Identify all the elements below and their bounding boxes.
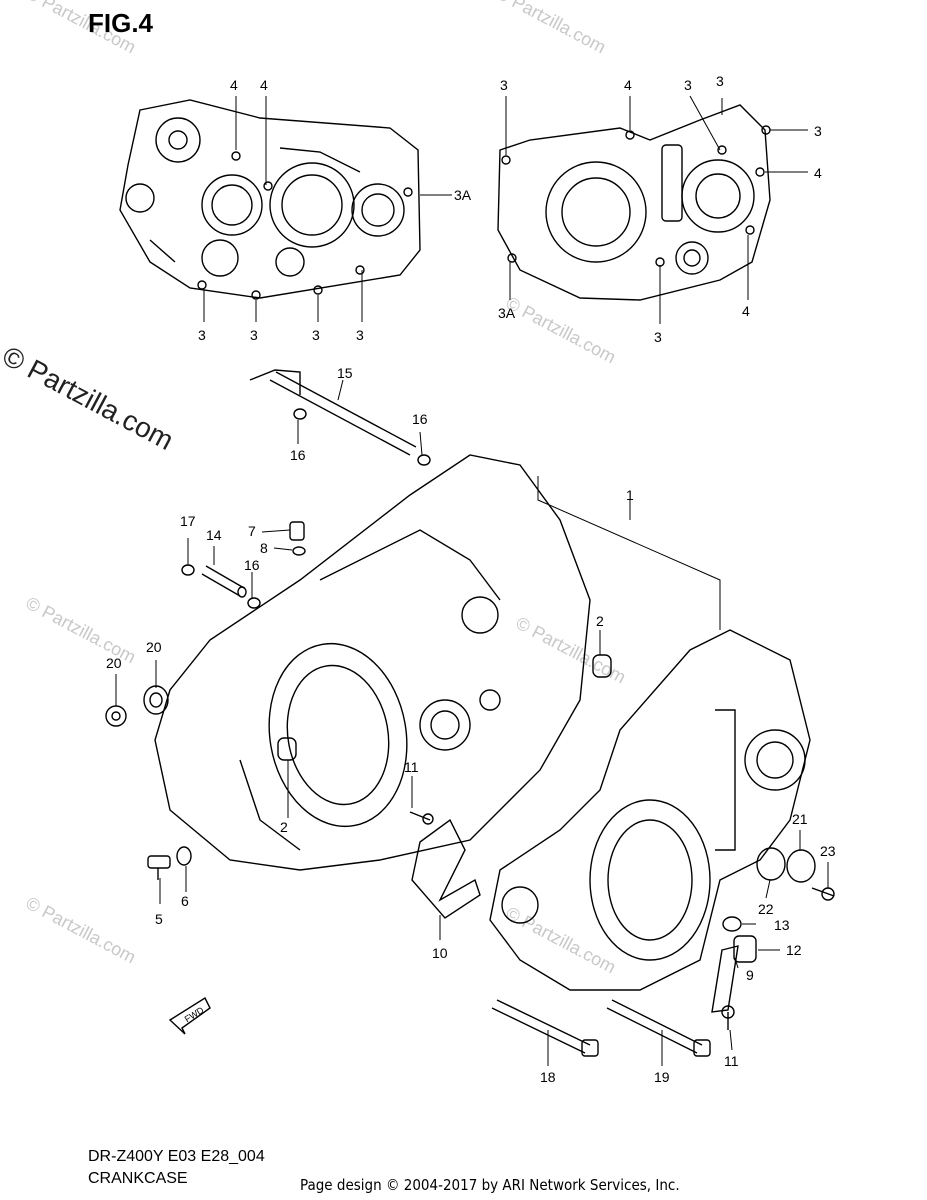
callout-3: 3: [654, 329, 662, 345]
callout-3: 3: [312, 327, 320, 343]
callout-8: 8: [260, 540, 268, 556]
gasket-6: [176, 846, 192, 866]
callout-18: 18: [540, 1069, 556, 1085]
callout-7: 7: [248, 523, 256, 539]
callout-3: 3: [198, 327, 206, 343]
oil-seal-20b: [105, 705, 127, 727]
callout-14: 14: [206, 527, 222, 543]
dowel-pin-14: [201, 565, 247, 598]
callout-23: 23: [820, 843, 836, 859]
callout-3: 3: [716, 73, 724, 89]
crankcase-right-half: [489, 629, 811, 991]
callout-15: 15: [337, 365, 353, 381]
callout-3: 3: [500, 77, 508, 93]
crankcase-left-half: [154, 454, 591, 871]
crankcase-right-inner-view: [497, 104, 771, 301]
oil-pipe: [249, 369, 417, 456]
callout-17: 17: [180, 513, 196, 529]
o-ring: [181, 564, 195, 576]
cover-plate-10: [411, 818, 481, 919]
callout-1: 1: [626, 487, 634, 503]
callout-3: 3: [356, 327, 364, 343]
callout-11: 11: [404, 759, 419, 775]
callout-21: 21: [792, 811, 808, 827]
callout-3A: 3A: [454, 187, 472, 203]
callout-4: 4: [814, 165, 822, 181]
callout-4: 4: [624, 77, 632, 93]
callout-2: 2: [596, 613, 604, 629]
callout-9: 9: [746, 967, 754, 983]
callout-5: 5: [155, 911, 163, 927]
callout-3: 3: [684, 77, 692, 93]
dowel-2a: [592, 654, 612, 678]
crankcase-left-inner-view: [119, 99, 421, 300]
callout-3: 3: [814, 123, 822, 139]
callout-2: 2: [280, 819, 288, 835]
cap-21: [786, 849, 816, 883]
callout-10: 10: [432, 945, 448, 961]
callout-3: 3: [250, 327, 258, 343]
callout-20: 20: [106, 655, 122, 671]
model-code: DR-Z400Y E03 E28_004: [88, 1148, 265, 1165]
plate-9: [711, 945, 739, 1013]
callout-11: 11: [724, 1053, 739, 1069]
callout-16: 16: [412, 411, 428, 427]
callout-4: 4: [230, 77, 238, 93]
screw-23: [811, 887, 835, 901]
copyright-notice: Page design © 2004-2017 by ARI Network S…: [300, 1176, 680, 1194]
callout-6: 6: [181, 893, 189, 909]
bolt-19: [606, 999, 711, 1057]
plug-12: [733, 935, 757, 963]
callout-20: 20: [146, 639, 162, 655]
oil-seal-20: [143, 685, 169, 715]
o-ring: [417, 454, 431, 466]
callout-labels: 4 4 3 3 3 3 3A 3 4 3 3 3 4 4 3A 3 15 16 …: [106, 73, 836, 1085]
gasket-13: [722, 916, 742, 932]
callout-22: 22: [758, 901, 774, 917]
callout-4: 4: [742, 303, 750, 319]
dowel-2b: [277, 737, 297, 761]
bolt-11a: [409, 811, 434, 825]
o-ring: [293, 408, 307, 420]
callout-13: 13: [774, 917, 790, 933]
callout-4: 4: [260, 77, 268, 93]
o-ring-22: [756, 847, 786, 881]
bolt-18: [491, 999, 599, 1057]
callout-19: 19: [654, 1069, 670, 1085]
callout-16: 16: [290, 447, 306, 463]
breather-fitting: [289, 521, 305, 541]
fwd-arrow-icon: [168, 996, 211, 1035]
figure-title: FIG.4: [88, 8, 154, 38]
drain-bolt-5: [147, 855, 171, 880]
callout-16: 16: [244, 557, 260, 573]
section-name: CRANKCASE: [88, 1170, 188, 1187]
gasket: [292, 546, 306, 556]
callout-12: 12: [786, 942, 802, 958]
o-ring: [247, 597, 261, 609]
callout-3A: 3A: [498, 305, 516, 321]
